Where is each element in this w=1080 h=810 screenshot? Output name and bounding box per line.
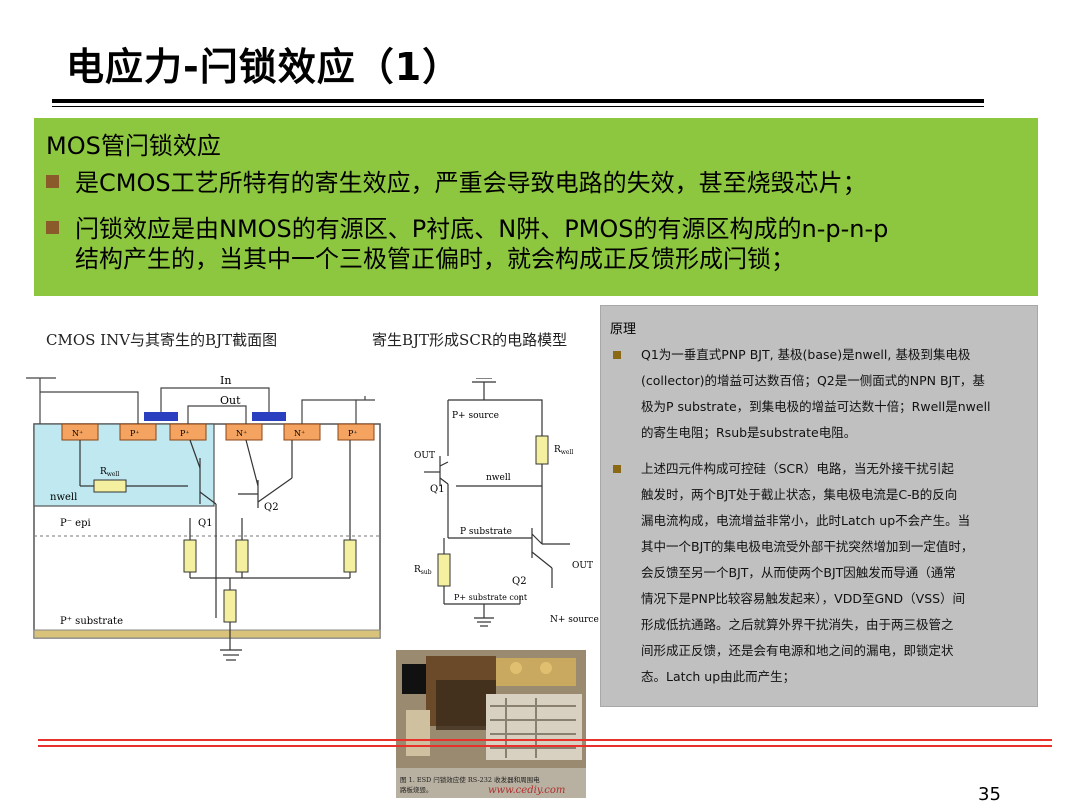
summary-bullet-text: 是CMOS工艺所特有的寄生效应，严重会导致电路的失效，甚至烧毁芯片； (75, 169, 867, 197)
principle-line: 会反馈至另一个BJT，从而使两个BJT因触发而导通（通常 (641, 565, 956, 580)
region-label: P⁺ (348, 429, 358, 438)
p-source-label: P+ source (452, 411, 499, 421)
principle-line: 间形成正反馈，还是会有电源和地之间的漏电，即锁定状 (641, 643, 954, 658)
bullet-square-icon (46, 221, 59, 234)
rwell-label: Rwell (100, 467, 119, 478)
parasitic-circuit (79, 439, 351, 661)
q2-label: Q2 (264, 502, 279, 513)
q2-label: Q2 (512, 576, 527, 587)
p-epi-label: P⁻ epi (60, 518, 91, 529)
bullet-square-icon (46, 175, 59, 188)
principle-line: 情况下是PNP比较容易触发起来），VDD至GND（VSS）间 (641, 591, 966, 606)
principle-line: 漏电流构成，电流增益非常小，此时Latch up不会产生。当 (641, 513, 971, 528)
principle-box (600, 305, 1038, 707)
principle-line: 形成低抗通路。之后就算外界干扰消失，由于两三极管之 (641, 617, 954, 632)
q1-label: Q1 (198, 518, 213, 529)
bullet-square-icon (613, 351, 621, 359)
principle-line: 态。Latch up由此而产生； (641, 669, 796, 684)
bullet-square-icon (613, 465, 621, 473)
burned-chip-photo: 图 1. ESD 闩锁效应使 RS-232 收发器和周围电 路板烧毁。 www.… (396, 650, 586, 798)
photo-caption-line-1: 图 1. ESD 闩锁效应使 RS-232 收发器和周围电 (400, 775, 540, 784)
summary-heading: MOS管闩锁效应 (46, 132, 221, 160)
nwell-label: nwell (486, 473, 511, 483)
rsub-resistor (223, 589, 237, 623)
page-number: 35 (978, 784, 1001, 805)
principle-line: 上述四元件构成可控硅（SCR）电路，当无外接干扰引起 (641, 461, 954, 476)
rwell-resistor (93, 479, 127, 493)
principle-line: 极为P substrate，到集电极的增益可达数十倍；Rwell是nwell (641, 399, 991, 414)
summary-bullet-2: 闩锁效应是由NMOS的有源区、P衬底、N阱、PMOS的有源区构成的n-p-n-p… (46, 214, 888, 274)
footer-divider (38, 745, 1052, 747)
photo-caption-line-2: 路板烧毁。 (400, 785, 433, 794)
region-label: P⁺ (180, 429, 190, 438)
rsub-label: Rsub (414, 565, 432, 576)
title-divider-thin (52, 106, 984, 107)
title-divider (52, 99, 984, 103)
rwell-label: Rwell (554, 445, 573, 456)
out-right-label: OUT (572, 561, 593, 571)
principle-line: 触发时，两个BJT处于截止状态，集电极电流是C-B的反向 (641, 487, 958, 502)
nwell-label: nwell (50, 492, 77, 503)
out-left-label: OUT (414, 451, 435, 461)
principle-line: (collector)的增益可达数百倍；Q2是一侧面式的NPN BJT，基 (641, 373, 985, 388)
pmos-gate (144, 412, 178, 421)
principle-bullet-1: Q1为一垂直式PNP BJT, 基极(base)是nwell, 基极到集电极 (… (610, 342, 1034, 446)
output-label: Out (220, 394, 241, 407)
scr-wiring (424, 378, 570, 627)
scr-circuit-model-diagram: P+ source OUT Q1 nwell Rwell P substrate… (414, 378, 599, 627)
input-label: In (220, 374, 231, 387)
resistor (343, 539, 357, 573)
right-diagram-caption: 寄生BJT形成SCR的电路模型 (372, 331, 568, 349)
region-label: N⁺ (294, 429, 305, 438)
principle-line: Q1为一垂直式PNP BJT, 基极(base)是nwell, 基极到集电极 (641, 347, 971, 362)
summary-bullet-text: 闩锁效应是由NMOS的有源区、P衬底、N阱、PMOS的有源区构成的n-p-n-p (75, 215, 889, 243)
p-substrate-cont-label: P+ substrate cont (454, 593, 528, 602)
summary-box (34, 118, 1038, 296)
substrate-contact-layer (33, 629, 381, 639)
nmos-gate (252, 412, 286, 421)
region-label: P⁺ (130, 429, 140, 438)
n-source-label: N+ source (550, 615, 599, 625)
principle-heading: 原理 (610, 322, 637, 337)
p-substrate-label: P⁺ substrate (60, 616, 123, 627)
region-label: N⁺ (236, 429, 247, 438)
principle-bullet-2: 上述四元件构成可控硅（SCR）电路，当无外接干扰引起 触发时，两个BJT处于截止… (610, 456, 1034, 690)
page-title: 电应力-闩锁效应（1） (66, 45, 462, 89)
summary-bullet-1: 是CMOS工艺所特有的寄生效应，严重会导致电路的失效，甚至烧毁芯片； (46, 168, 867, 198)
cmos-cross-section-diagram: N⁺ P⁺ P⁺ N⁺ N⁺ P⁺ In Out Rwell nwel (26, 374, 381, 661)
watermark-url: www.cediy.com (488, 785, 565, 796)
rwell-resistor (535, 435, 549, 465)
region-n-plus-2 (225, 423, 263, 441)
rsub-resistor (437, 553, 451, 587)
principle-line: 其中一个BJT的集电极电流受外部干扰突然增加到一定值时， (641, 539, 974, 554)
resistor (183, 539, 197, 573)
left-diagram-caption: CMOS INV与其寄生的BJT截面图 (46, 331, 278, 349)
p-substrate-label: P substrate (460, 527, 512, 537)
region-label: N⁺ (72, 429, 83, 438)
q1-label: Q1 (430, 484, 445, 495)
resistor (235, 539, 249, 573)
chip-traces (490, 698, 576, 758)
summary-bullet-text: 结构产生的，当其中一个三极管正偏时，就会构成正反馈形成闩锁； (75, 245, 795, 273)
principle-line: 的寄生电阻；Rsub是substrate电阻。 (641, 425, 857, 440)
footer-divider (38, 739, 1052, 741)
wiring (26, 377, 375, 424)
